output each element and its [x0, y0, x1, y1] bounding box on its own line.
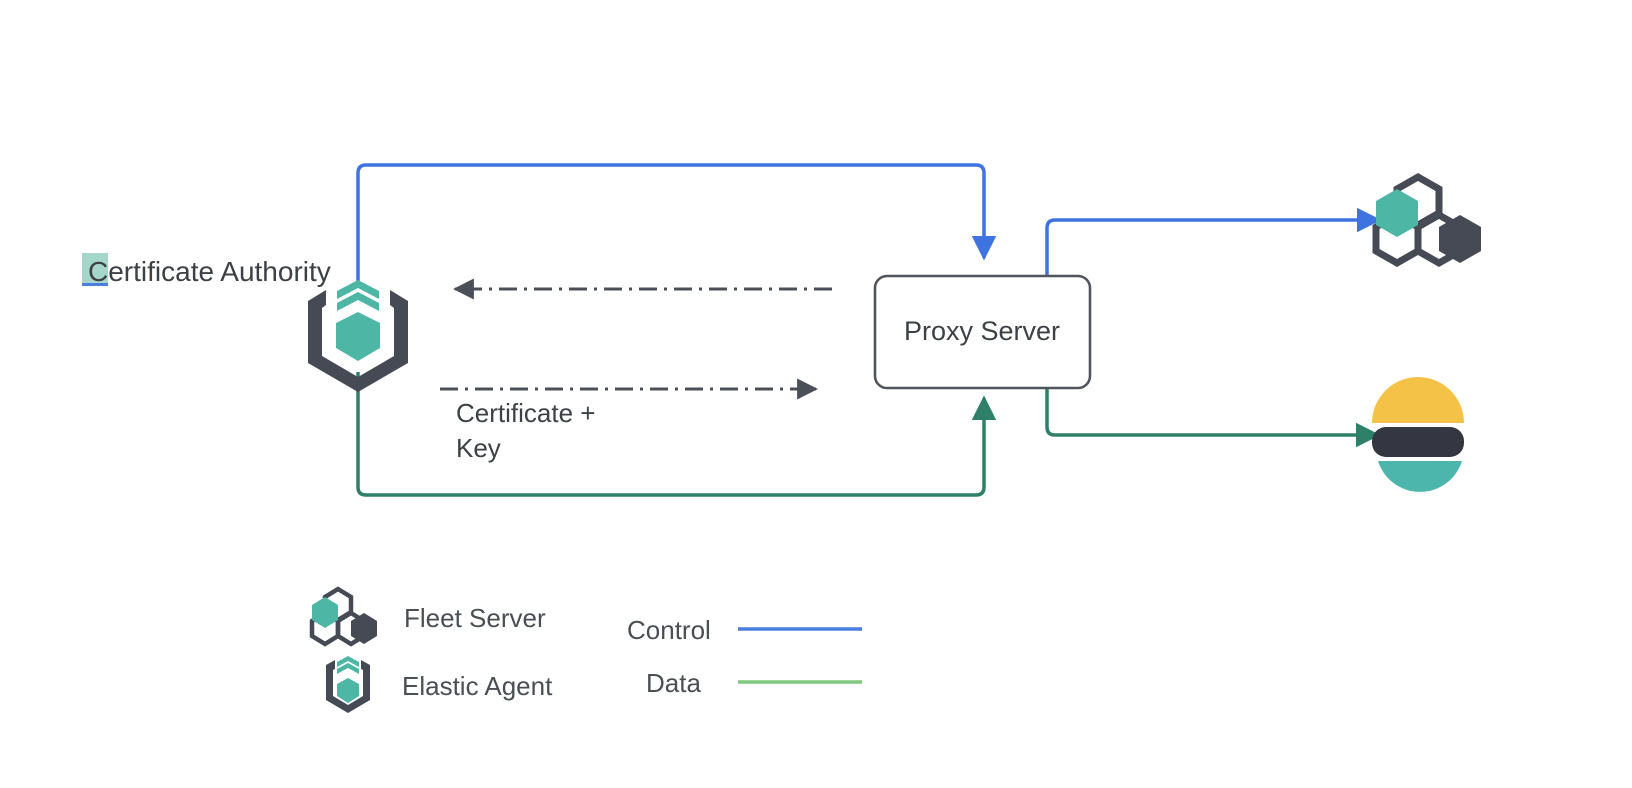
legend-fleet-server-label: Fleet Server [404, 603, 546, 633]
text-highlight-underline [82, 283, 108, 286]
elastic-agent-icon [308, 280, 408, 392]
certificate-authority-label: Certificate Authority [88, 256, 331, 287]
edge-control-proxy-to-fleet [1045, 207, 1382, 275]
certificate-key-label-line1: Certificate + [456, 398, 595, 428]
agent-chevron-bottom [337, 292, 379, 311]
elasticsearch-bottom-arc [1378, 461, 1462, 492]
elasticsearch-bar [1372, 427, 1464, 457]
edge-control-agent-to-proxy [356, 163, 997, 288]
legend-elastic-agent-icon [326, 656, 370, 713]
agent-hexagon [336, 312, 380, 361]
agent-bracket [308, 290, 408, 392]
legend-fleet-hex-dark [351, 613, 377, 644]
elasticsearch-top-arc [1372, 377, 1464, 423]
proxy-server-label: Proxy Server [904, 316, 1060, 346]
edge-data-proxy-to-elasticsearch [1045, 385, 1381, 448]
fleet-hex-teal [1376, 189, 1418, 237]
legend-fleet-server-icon [309, 586, 377, 647]
agent-chevron-top [337, 280, 379, 299]
proxy-server-box [873, 274, 1092, 390]
node-proxy-server[interactable]: Proxy Server [873, 274, 1092, 390]
fleet-hex-dark [1439, 215, 1481, 263]
legend-agent-bracket [326, 660, 370, 713]
legend-fleet-hex-teal [312, 597, 338, 628]
legend-data-label: Data [646, 668, 701, 698]
certificate-key-label-line2: Key [456, 433, 501, 463]
edge-data-agent-to-proxy [356, 372, 997, 497]
fleet-server-icon [1372, 172, 1481, 268]
legend-control-label: Control [627, 615, 711, 645]
legend-agent-chevron-bottom [337, 663, 359, 674]
text-highlight-box [82, 253, 108, 285]
legend-elastic-agent-label: Elastic Agent [402, 671, 553, 701]
legend-agent-hexagon [337, 678, 359, 703]
elasticsearch-icon [1372, 377, 1464, 492]
certificate-authority-label-group: Certificate Authority [82, 253, 331, 287]
legend-agent-chevron-top [337, 656, 359, 667]
